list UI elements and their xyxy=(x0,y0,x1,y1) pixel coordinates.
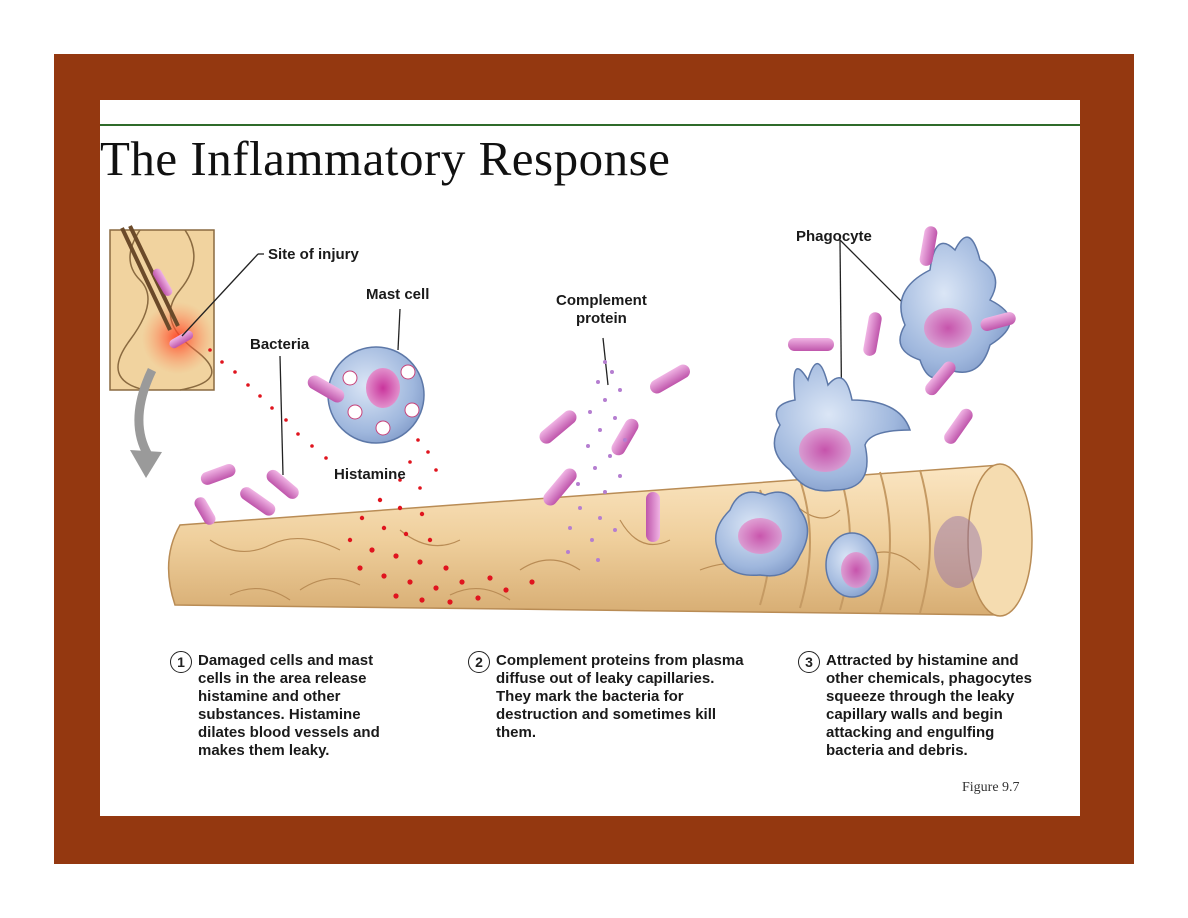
slide: The Inflammatory Response xyxy=(100,100,1080,816)
figure-label: Figure 9.7 xyxy=(962,780,1020,795)
step-3: 3 Attracted by histamine and other chemi… xyxy=(798,651,1032,760)
bacteria-group xyxy=(194,226,1016,542)
complement-dots xyxy=(566,360,627,562)
step-2-number: 2 xyxy=(468,651,490,673)
title-rule xyxy=(100,124,1080,126)
inflammation-diagram xyxy=(109,225,1033,617)
phagocyte-upper xyxy=(899,236,1011,379)
label-histamine: Histamine xyxy=(334,466,406,483)
label-mast-cell: Mast cell xyxy=(366,286,430,303)
label-phagocyte: Phagocyte xyxy=(796,228,872,245)
label-site-of-injury: Site of injury xyxy=(268,246,359,263)
histamine-dots xyxy=(208,348,535,605)
injury-inset xyxy=(109,225,215,391)
step-1: 1 Damaged cells and mast cells in the ar… xyxy=(170,651,380,760)
step-3-text: Attracted by histamine and other chemica… xyxy=(826,652,1032,759)
slide-title: The Inflammatory Response xyxy=(100,131,671,186)
curved-arrow xyxy=(130,368,162,478)
step-2-text: Complement proteins from plasma diffuse … xyxy=(496,652,744,741)
step-2: 2 Complement proteins from plasma diffus… xyxy=(468,651,744,742)
label-bacteria: Bacteria xyxy=(250,336,310,353)
step-1-text: Damaged cells and mast cells in the area… xyxy=(198,652,380,759)
phagocyte-lower xyxy=(715,491,982,598)
step-3-number: 3 xyxy=(798,651,820,673)
step-1-number: 1 xyxy=(170,651,192,673)
phagocyte-middle xyxy=(773,363,912,492)
capillary xyxy=(167,463,1033,617)
label-complement-protein: Complement protein xyxy=(556,292,647,327)
